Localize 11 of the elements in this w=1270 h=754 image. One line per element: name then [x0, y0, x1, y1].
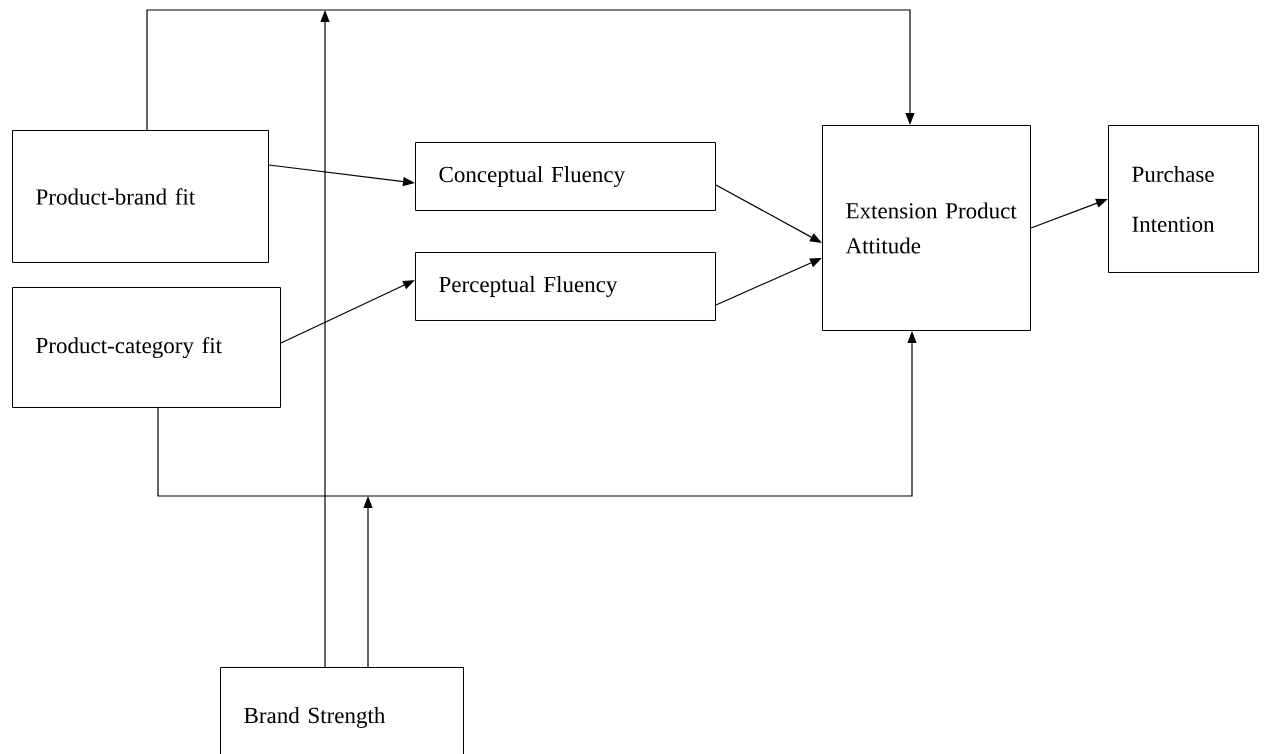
text-box: Extension Product Attitude	[822, 125, 1031, 331]
arrow	[146, 9, 915, 131]
text-box: Brand Strength	[220, 667, 464, 754]
arrow	[280, 280, 415, 344]
text-box: Conceptual Fluency	[415, 142, 716, 211]
arrow	[715, 258, 822, 306]
text-box: Perceptual Fluency	[415, 252, 716, 321]
text-box: Product-category fit	[12, 287, 281, 408]
text-box: Purchase Intention	[1108, 125, 1259, 273]
arrow	[715, 184, 822, 243]
text-box: Product-brand fit	[12, 130, 269, 263]
